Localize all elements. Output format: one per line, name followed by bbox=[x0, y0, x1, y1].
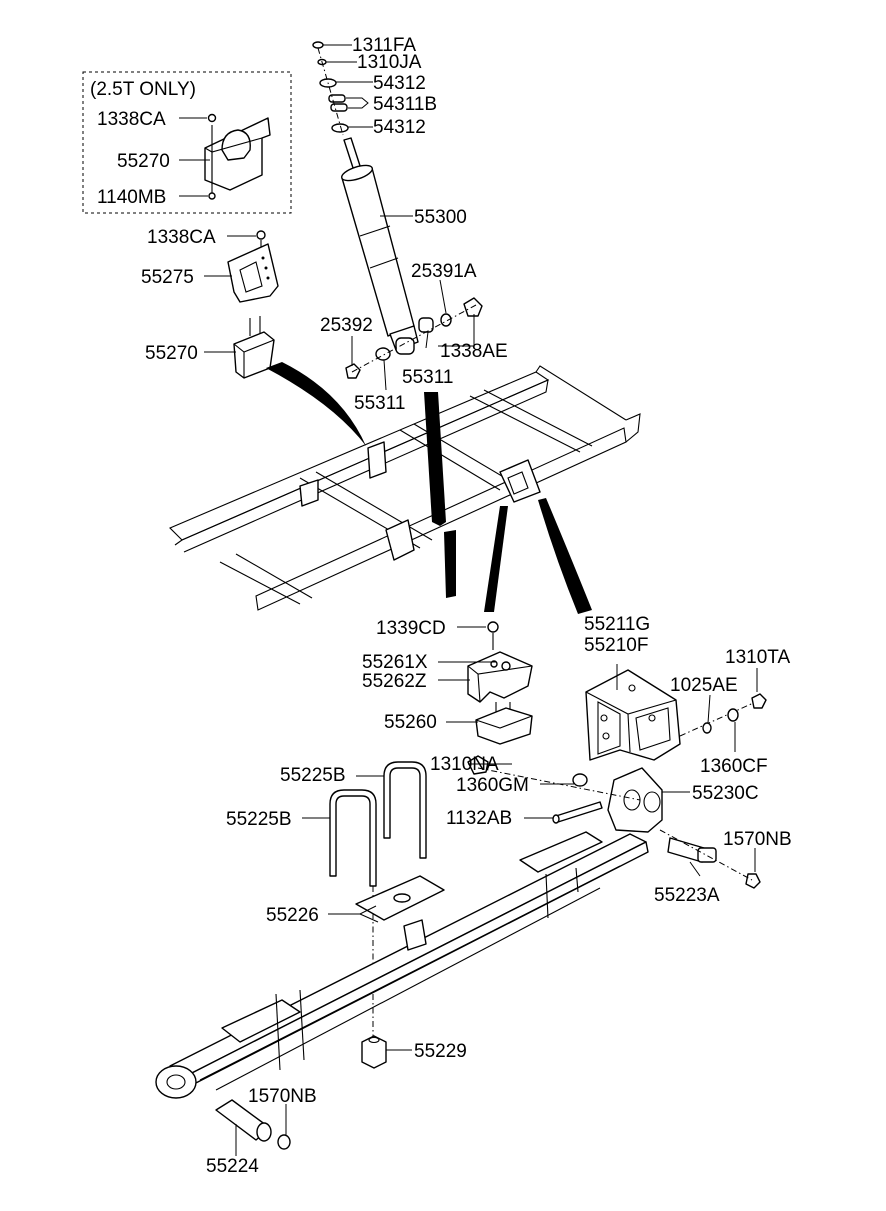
label-1310JA: 1310JA bbox=[357, 52, 422, 73]
label-55270-box: 55270 bbox=[117, 151, 170, 172]
label-1025AE: 1025AE bbox=[670, 675, 738, 696]
label-55275: 55275 bbox=[141, 267, 194, 288]
label-55223A: 55223A bbox=[654, 885, 720, 906]
label-1310TA: 1310TA bbox=[725, 647, 790, 668]
label-1338AE: 1338AE bbox=[440, 341, 508, 362]
bump-stopper-bracket-option bbox=[204, 113, 271, 200]
arrow-to-stopper-bracket bbox=[484, 506, 508, 612]
label-1338CA-box: 1338CA bbox=[97, 109, 166, 130]
leaf-spring bbox=[155, 831, 649, 1150]
label-55261X: 55261X bbox=[362, 652, 428, 673]
label-25391A: 25391A bbox=[411, 261, 477, 282]
label-55211G: 55211G bbox=[584, 614, 650, 635]
stopper-bracket-middle bbox=[467, 621, 533, 745]
spring-shackle bbox=[467, 755, 761, 889]
option-box-note: (2.5T ONLY) bbox=[90, 79, 196, 100]
label-55311-left: 55311 bbox=[354, 393, 405, 414]
leader-lines bbox=[179, 44, 758, 1156]
label-55225B-left: 55225B bbox=[226, 809, 292, 830]
label-1360CF: 1360CF bbox=[700, 756, 768, 777]
label-55225B-top: 55225B bbox=[280, 765, 346, 786]
shackle-bracket bbox=[585, 669, 767, 761]
label-55262Z: 55262Z bbox=[362, 671, 427, 692]
label-55210F: 55210F bbox=[584, 635, 648, 656]
label-1570NB-right: 1570NB bbox=[723, 829, 792, 850]
label-55226: 55226 bbox=[266, 905, 319, 926]
label-1338CA: 1338CA bbox=[147, 227, 216, 248]
pointer-arrows bbox=[266, 362, 592, 614]
label-55260: 55260 bbox=[384, 712, 437, 733]
label-54312-top: 54312 bbox=[373, 73, 426, 94]
label-1339CD: 1339CD bbox=[376, 618, 446, 639]
label-1360GM: 1360GM bbox=[456, 775, 529, 796]
label-55229: 55229 bbox=[414, 1041, 467, 1062]
arrow-to-shackle-bracket bbox=[538, 498, 592, 614]
label-55311-right: 55311 bbox=[402, 367, 453, 388]
label-1310NA: 1310NA bbox=[430, 754, 499, 775]
label-54312-bottom: 54312 bbox=[373, 117, 426, 138]
label-55224: 55224 bbox=[206, 1156, 259, 1177]
arrow-to-bump-stopper-mount bbox=[266, 362, 366, 446]
vehicle-frame bbox=[169, 365, 641, 611]
label-25392: 25392 bbox=[320, 315, 373, 336]
label-54311B: 54311B bbox=[373, 94, 437, 115]
label-55270: 55270 bbox=[145, 343, 198, 364]
part-number-labels: 1311FA 1310JA 54312 54311B 54312 55300 2… bbox=[97, 35, 792, 1177]
arrow-down-to-shock bbox=[444, 530, 456, 598]
arrow-to-shock-mount bbox=[424, 392, 446, 526]
label-1311FA: 1311FA bbox=[352, 35, 416, 56]
label-55300: 55300 bbox=[414, 207, 467, 228]
label-1140MB: 1140MB bbox=[97, 187, 166, 208]
shock-absorber-assembly bbox=[312, 41, 483, 379]
label-1132AB: 1132AB bbox=[446, 808, 512, 829]
bump-stopper-bracket bbox=[227, 230, 279, 379]
label-55230C: 55230C bbox=[692, 783, 759, 804]
option-box-2-5t: (2.5T ONLY) bbox=[82, 71, 292, 214]
label-1570NB-bottom: 1570NB bbox=[248, 1086, 317, 1107]
